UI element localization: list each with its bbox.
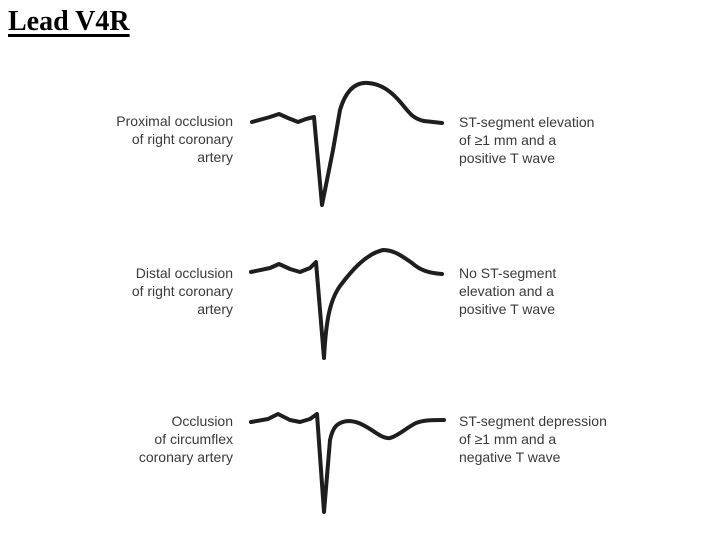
label-line: negative T wave <box>459 449 561 465</box>
label-line: elevation and a <box>459 283 554 299</box>
label-line: No ST-segment <box>459 265 557 281</box>
label-line: artery <box>197 301 233 317</box>
label-line: ST-segment elevation <box>459 114 595 130</box>
occlusion-label-circumflex: Occlusion of circumflex coronary artery <box>139 412 233 466</box>
label-line: of ≥1 mm and a <box>459 431 557 447</box>
finding-label-no-st-elevation: No ST-segment elevation and a positive T… <box>459 264 556 318</box>
label-line: of ≥1 mm and a <box>459 132 557 148</box>
label-line: of right coronary <box>131 283 233 299</box>
label-line: positive T wave <box>459 150 555 166</box>
occlusion-label-proximal-rca: Proximal occlusion of right coronary art… <box>116 112 233 166</box>
ecg-waveform-st-elevation-icon <box>250 80 444 207</box>
label-line: Proximal occlusion <box>116 113 233 129</box>
label-line: artery <box>197 149 233 165</box>
label-line: coronary artery <box>138 449 233 465</box>
label-line: Occlusion <box>171 413 233 429</box>
occlusion-label-distal-rca: Distal occlusion of right coronary arter… <box>132 264 233 318</box>
label-line: ST-segment depression <box>459 413 607 429</box>
label-line: of right coronary <box>131 131 233 147</box>
label-line: of circumflex <box>154 431 233 447</box>
ecg-waveform-st-depression-icon <box>249 412 446 514</box>
page-title: Lead V4R <box>8 6 130 37</box>
finding-label-st-depression: ST-segment depression of ≥1 mm and a neg… <box>459 412 607 466</box>
ecg-waveform-no-st-elevation-icon <box>249 248 444 360</box>
finding-label-st-elevation: ST-segment elevation of ≥1 mm and a posi… <box>459 113 594 167</box>
label-line: Distal occlusion <box>135 265 233 281</box>
label-line: positive T wave <box>459 301 555 317</box>
